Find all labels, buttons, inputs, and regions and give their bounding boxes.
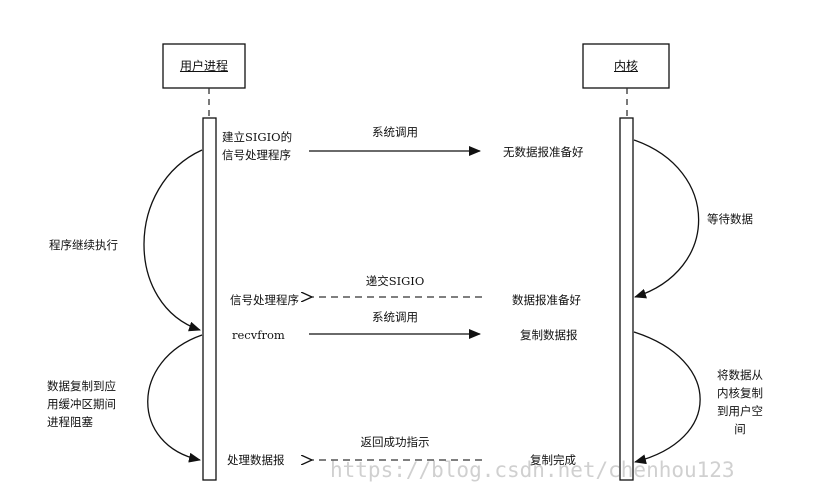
curve-user-block	[147, 334, 203, 463]
recvfrom-label: recvfrom	[232, 328, 285, 342]
user-process-datagram-label: 处理数据报	[227, 453, 285, 467]
kernel-no-data-label: 无数据报准备好	[503, 145, 584, 159]
kernel-done-label: 复制完成	[530, 453, 576, 467]
kernel-copy-desc-2: 内核复制	[717, 386, 763, 400]
user-setup-label: 建立SIGIO的	[222, 130, 293, 144]
watermark-text: https://blog.csdn.net/chenhou123	[330, 458, 735, 482]
user-block-label-1: 数据复制到应	[47, 379, 116, 393]
kernel-copy-desc-3: 到用户空	[717, 404, 763, 418]
curve-user-continue	[143, 149, 203, 332]
syscall-label-2: 系统调用	[372, 310, 418, 324]
user-process-box	[162, 43, 246, 89]
curve-kernel-copy	[633, 331, 701, 465]
user-setup-label-2: 信号处理程序	[222, 148, 291, 162]
user-activation-bar	[202, 117, 217, 481]
kernel-activation-bar	[619, 117, 634, 481]
kernel-wait-label: 等待数据	[707, 212, 753, 226]
user-block-label-2: 用缓冲区期间	[47, 397, 116, 411]
user-handler-label: 信号处理程序	[230, 293, 299, 307]
return-success-label: 返回成功指示	[360, 435, 430, 449]
sigio-label: 递交SIGIO	[365, 274, 425, 288]
kernel-copy-desc-1: 将数据从	[717, 368, 763, 382]
kernel-copy-label: 复制数据报	[520, 328, 578, 342]
user-block-label-3: 进程阻塞	[47, 415, 93, 429]
syscall-label-1: 系统调用	[372, 125, 418, 139]
kernel-ready-label: 数据报准备好	[512, 293, 581, 307]
user-process-title: 用户进程	[179, 59, 228, 73]
user-continue-label: 程序继续执行	[49, 238, 118, 252]
kernel-copy-desc-4: 间	[734, 422, 746, 436]
curve-kernel-wait	[633, 139, 700, 299]
kernel-box	[582, 43, 670, 89]
kernel-title: 内核	[613, 59, 638, 73]
